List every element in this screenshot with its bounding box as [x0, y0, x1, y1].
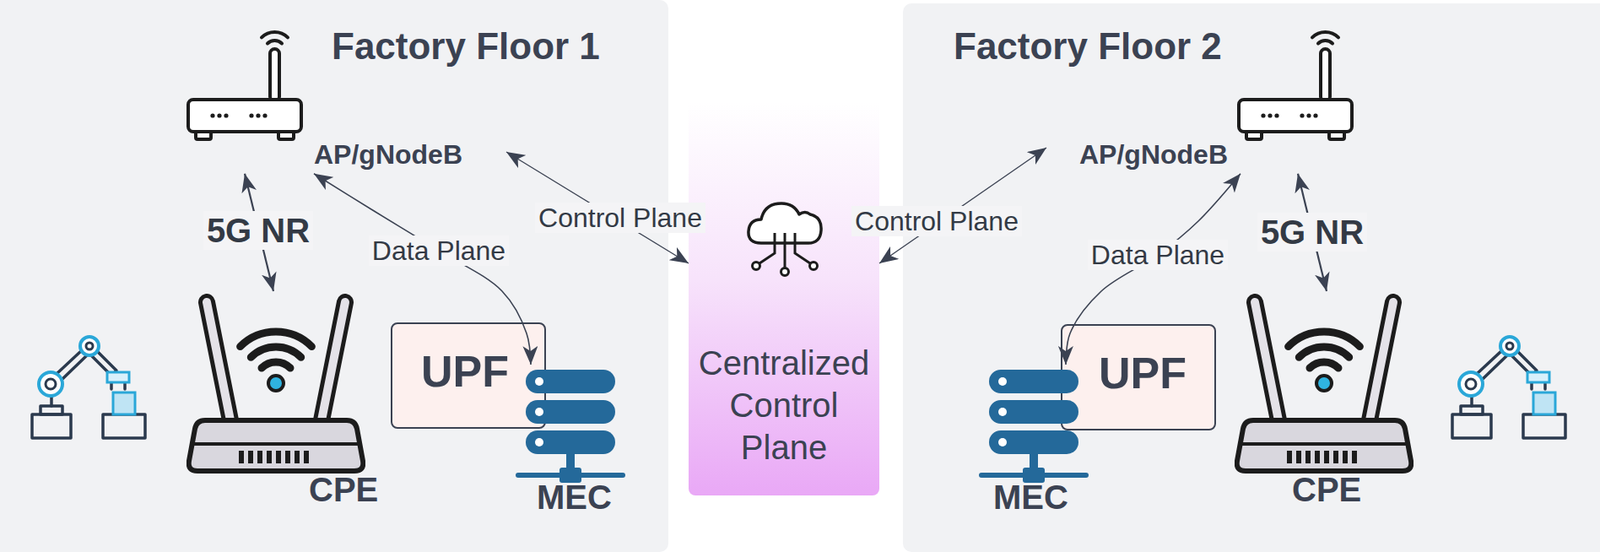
mec-server-label: MEC	[536, 477, 612, 517]
connector-label: Data Plane	[368, 235, 509, 267]
access-point-label: AP/gNodeB	[313, 139, 463, 171]
connector-label: Data Plane	[1087, 239, 1228, 271]
cpe-router-label: CPE	[1291, 470, 1362, 509]
factory-floor-panel: Factory Floor 2 AP/gNodeB UPF MEC CPE	[902, 3, 1600, 552]
cloud-icon	[748, 203, 822, 276]
access-point-icon	[188, 32, 302, 140]
connector-label: Control Plane	[535, 202, 706, 234]
access-point-label: AP/gNodeB	[1079, 139, 1228, 171]
connector-label: 5G NR	[203, 210, 314, 250]
upf-box: UPF	[390, 322, 546, 429]
upf-box-label: UPF	[1098, 348, 1187, 400]
server-icon	[978, 369, 1089, 483]
mec-server-label: MEC	[993, 477, 1069, 517]
factory-floor-panel-label: Factory Floor 1	[331, 25, 600, 69]
cpe-router-icon	[1237, 302, 1412, 471]
upf-box-label: UPF	[421, 346, 509, 398]
factory-floor-panel: Factory Floor 1 AP/gNodeB CPE UPF MEC	[0, 0, 669, 552]
connector-label: 5G NR	[1257, 212, 1368, 252]
connector-label: Control Plane	[851, 205, 1022, 238]
mec-server: MEC	[510, 364, 629, 525]
control-plane-band: Centralized Control Plane	[688, 102, 880, 496]
factory-floor-panel-label: Factory Floor 2	[953, 25, 1222, 69]
connector	[313, 173, 531, 365]
connector	[1065, 173, 1241, 365]
cpe-router-label: CPE	[308, 470, 379, 509]
control-plane-band-label: Centralized Control Plane	[693, 341, 875, 469]
access-point-icon	[1238, 32, 1352, 140]
server-icon	[515, 369, 626, 483]
cpe-router-icon	[189, 302, 364, 471]
robot-arm-icon	[1452, 336, 1566, 438]
mec-server: MEC	[974, 364, 1093, 525]
robot-arm-icon	[32, 336, 146, 438]
cpe-router: CPE	[1227, 291, 1427, 517]
upf-box: UPF	[1060, 324, 1217, 431]
cpe-router: CPE	[181, 291, 389, 517]
